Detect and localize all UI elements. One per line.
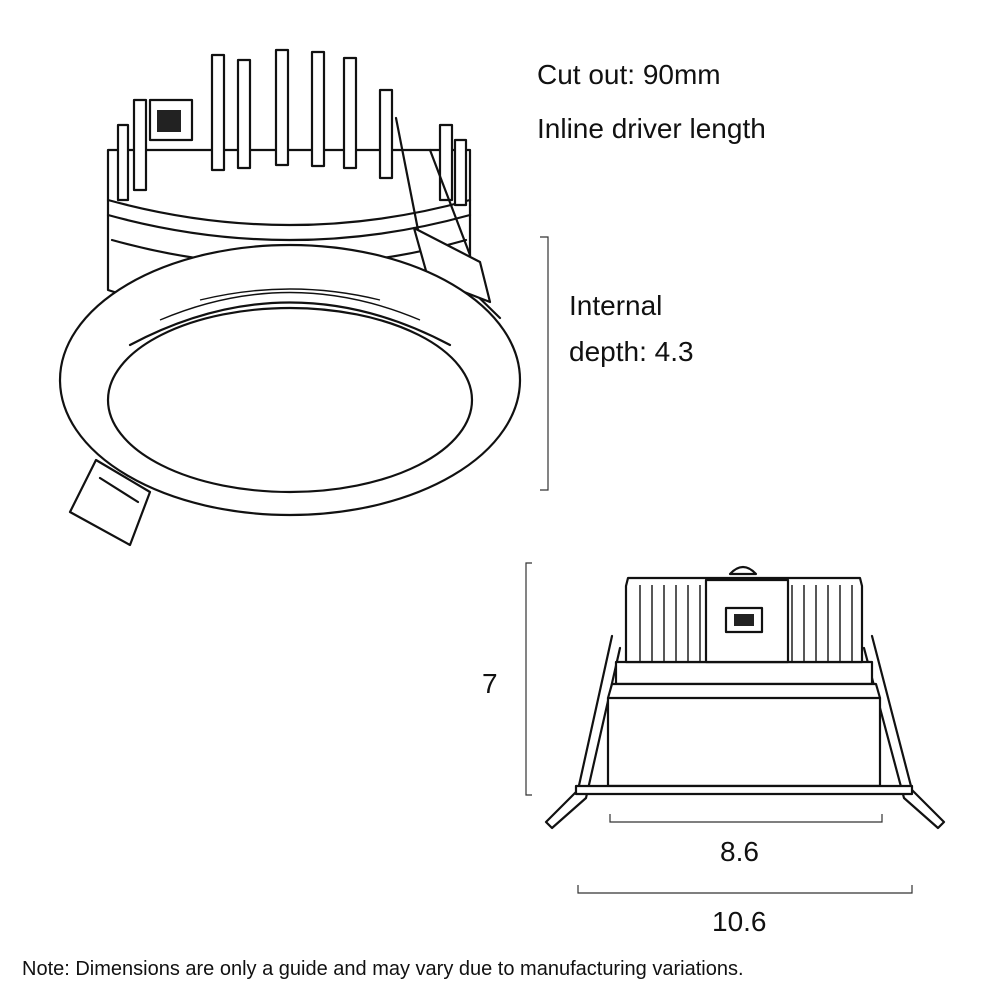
internal-depth-label-line2: depth: 4.3 [569,336,694,367]
height-dim-line [525,562,532,796]
heatsink-fins [116,48,468,207]
trim-ring-inner [106,306,474,494]
outer-width-dim-line [577,885,913,894]
height-dimension: 7 [482,668,498,699]
cut-out-label: Cut out: 90mm [537,59,721,90]
terminal-port [157,110,181,132]
internal-depth-bracket [540,236,549,491]
side-trim [574,784,914,796]
side-view [544,565,946,830]
inline-driver-label: Inline driver length [537,113,766,144]
perspective-view [58,48,522,547]
inner-width-dim-line [609,814,883,823]
left-clip [544,634,622,830]
connector-block [68,458,152,547]
inner-width-dimension: 8.6 [720,836,759,867]
disclaimer-note: Note: Dimensions are only a guide and ma… [22,958,744,980]
side-body [606,682,882,788]
right-clip [862,634,946,830]
outer-width-dimension: 10.6 [712,906,767,937]
internal-depth-label-line1: Internal [569,290,663,321]
